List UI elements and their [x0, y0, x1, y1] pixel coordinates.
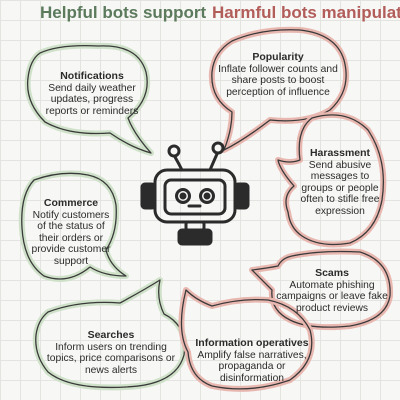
harassment-bubble-shape — [277, 114, 385, 246]
bubble-body: Automate phishing campaigns or leave fak… — [276, 279, 388, 314]
robot-icon — [140, 141, 250, 246]
searches-bubble: Searches Inform users on trending topics… — [46, 329, 176, 376]
popularity-bubble: Popularity Inflate follower counts and s… — [214, 51, 342, 98]
bubble-title: Information operatives — [195, 337, 309, 349]
helpful-bots-header: Helpful bots support — [40, 3, 207, 22]
bubble-title: Searches — [87, 329, 135, 341]
notifications-bubble-shape — [26, 45, 152, 154]
bubble-body: Send daily weather updates, progress rep… — [45, 82, 139, 117]
bubble-title: Commerce — [43, 197, 99, 209]
bubble-body: Send abusive messages to groups or peopl… — [300, 159, 380, 217]
information-operatives-bubble-shape — [180, 289, 313, 390]
searches-bubble-shape — [35, 279, 186, 389]
scams-bubble-shape — [251, 250, 391, 328]
bubble-title: Popularity — [252, 51, 304, 63]
bubble-body: Notify customers of the status of their … — [31, 209, 111, 267]
commerce-bubble: Commerce Notify customers of the status … — [30, 197, 112, 268]
bubble-title: Notifications — [60, 70, 124, 82]
commerce-bubble-shape — [21, 172, 127, 280]
bubble-title: Harassment — [309, 147, 371, 159]
information-operatives-bubble: Information operatives Amplify false nar… — [194, 337, 310, 384]
popularity-bubble-shape — [211, 29, 347, 151]
scams-bubble: Scams Automate phishing campaigns or lea… — [274, 267, 390, 314]
notifications-bubble: Notifications Send daily weather updates… — [36, 70, 148, 117]
bubble-body: Inform users on trending topics, price c… — [46, 341, 176, 376]
harmful-bots-header: Harmful bots manipulate — [212, 3, 400, 22]
bubble-body: Inflate follower counts and share posts … — [218, 63, 338, 98]
bubble-body: Amplify false narratives, propaganda or … — [197, 349, 307, 384]
bubble-title: Scams — [315, 267, 349, 279]
harassment-bubble: Harassment Send abusive messages to grou… — [300, 147, 380, 218]
